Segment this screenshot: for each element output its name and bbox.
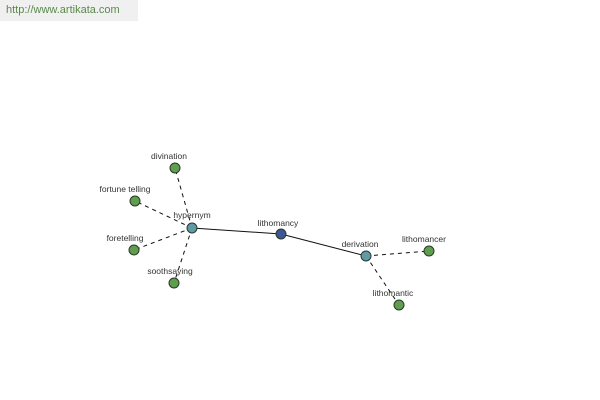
- node-label-lithomancer[interactable]: lithomancer: [402, 234, 446, 244]
- edge-hypernym-foretelling: [133, 227, 193, 251]
- node-label-soothsaying[interactable]: soothsaying: [147, 266, 193, 276]
- edge-hypernym-fortune_telling: [134, 200, 193, 229]
- node-lithomancy[interactable]: lithomancy: [258, 218, 299, 240]
- node-hypernym[interactable]: hypernym: [173, 210, 211, 234]
- node-lithomancer[interactable]: lithomancer: [402, 234, 446, 257]
- edge-derivation-lithomancer: [365, 250, 430, 257]
- node-dot-lithomantic[interactable]: [393, 299, 405, 311]
- node-dot-lithomancer[interactable]: [423, 245, 435, 257]
- edge-hypernym-soothsaying: [173, 227, 193, 284]
- edge-lithomancy-derivation: [280, 233, 367, 257]
- node-label-lithomantic[interactable]: lithomantic: [373, 288, 414, 298]
- node-foretelling[interactable]: foretelling: [107, 233, 144, 256]
- edge-hypernym-divination: [174, 167, 193, 229]
- node-dot-derivation[interactable]: [360, 250, 372, 262]
- node-dot-hypernym[interactable]: [186, 222, 198, 234]
- node-dot-soothsaying[interactable]: [168, 277, 180, 289]
- edge-derivation-lithomantic: [365, 255, 400, 306]
- edges-layer: [133, 167, 430, 306]
- node-dot-foretelling[interactable]: [128, 244, 140, 256]
- node-dot-fortune_telling[interactable]: [129, 195, 141, 207]
- node-soothsaying[interactable]: soothsaying: [147, 266, 193, 289]
- node-fortune_telling[interactable]: fortune telling: [99, 184, 151, 207]
- edge-lithomancy-hypernym: [191, 227, 282, 235]
- node-label-divination[interactable]: divination: [151, 151, 187, 161]
- node-lithomantic[interactable]: lithomantic: [373, 288, 414, 311]
- nodes-layer: lithomancy hypernym derivation divination fo…: [99, 151, 446, 311]
- node-label-lithomancy[interactable]: lithomancy: [258, 218, 299, 228]
- node-label-fortune_telling[interactable]: fortune telling: [99, 184, 150, 194]
- node-label-hypernym[interactable]: hypernym: [173, 210, 210, 220]
- node-derivation[interactable]: derivation: [342, 239, 379, 262]
- node-label-derivation[interactable]: derivation: [342, 239, 379, 249]
- source-url[interactable]: http://www.artikata.com: [0, 0, 138, 21]
- node-dot-divination[interactable]: [169, 162, 181, 174]
- node-label-foretelling[interactable]: foretelling: [107, 233, 144, 243]
- node-divination[interactable]: divination: [151, 151, 187, 174]
- node-dot-lithomancy[interactable]: [275, 228, 287, 240]
